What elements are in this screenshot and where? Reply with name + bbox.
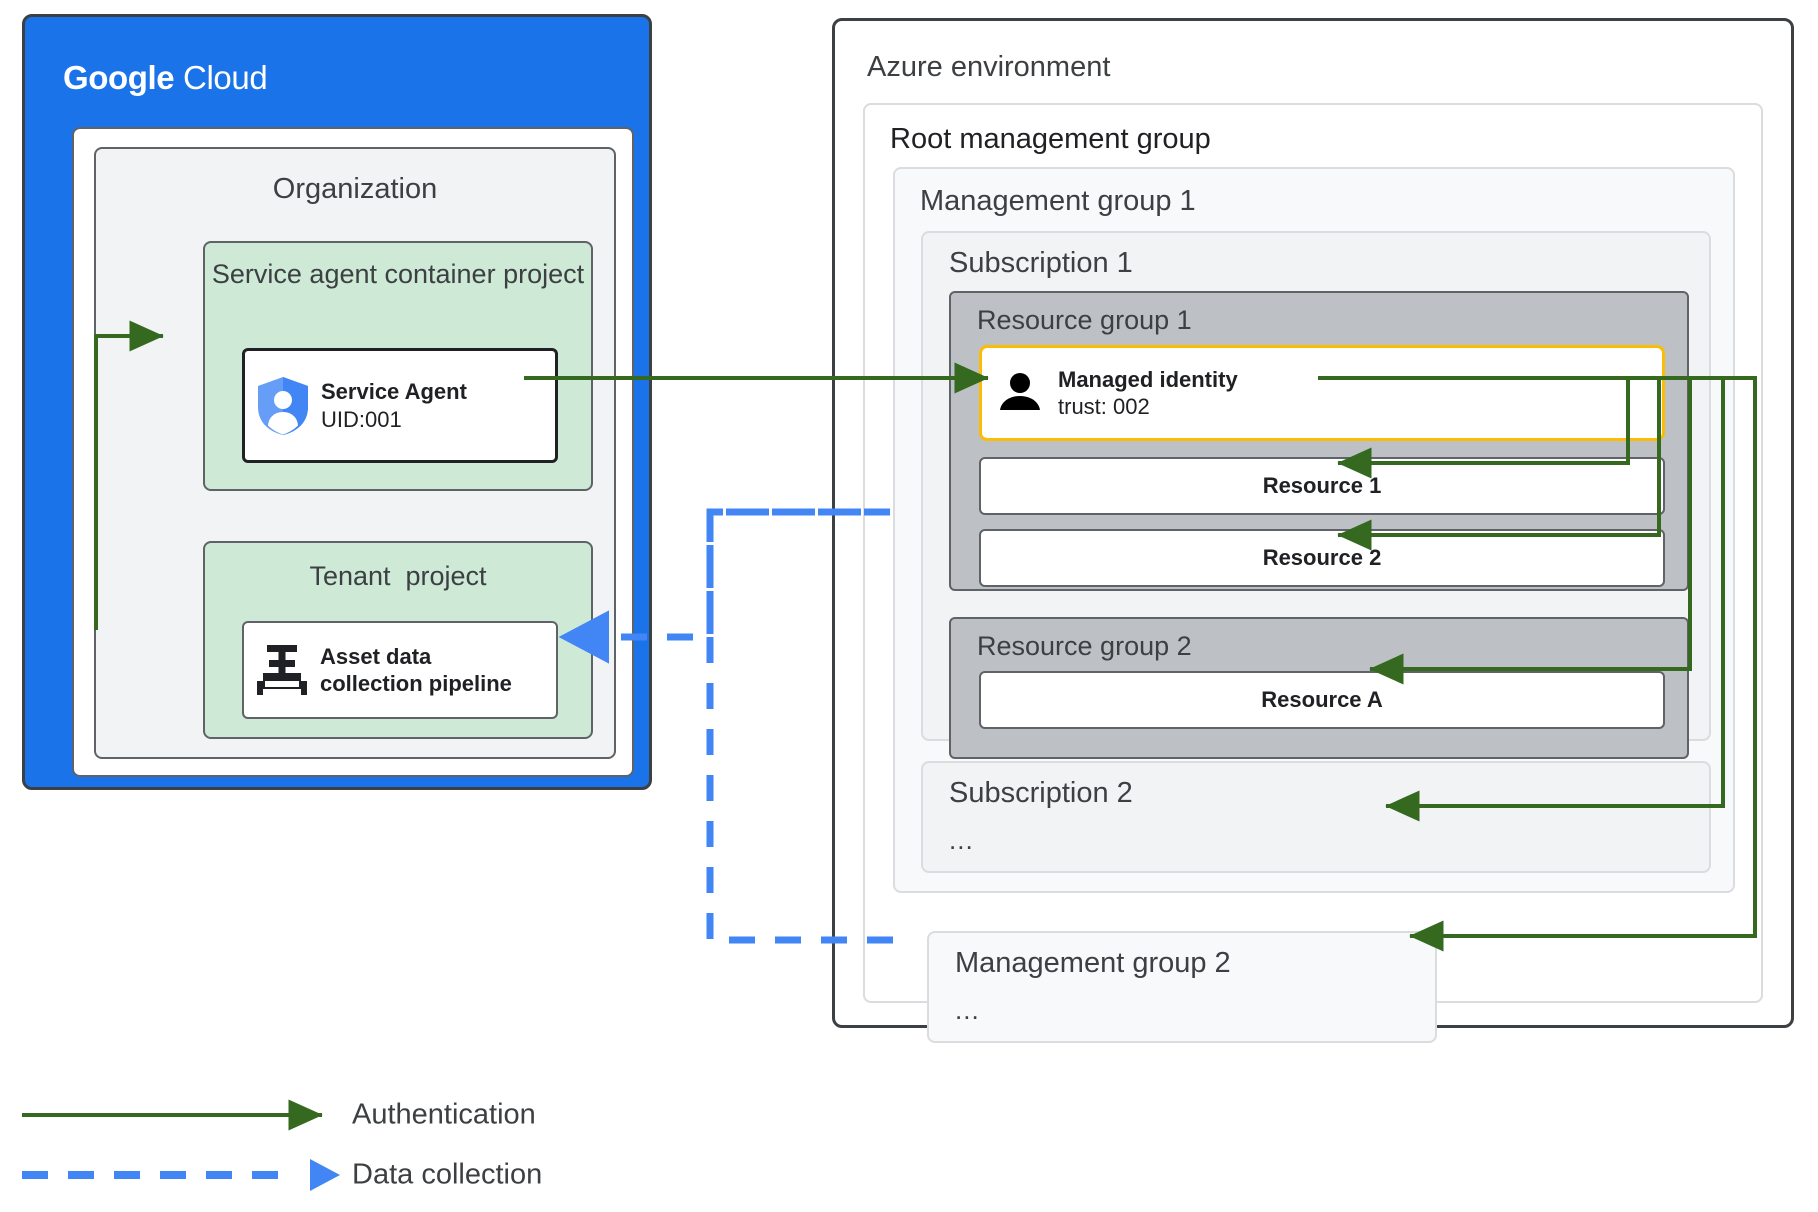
organization-title: Organization bbox=[272, 173, 438, 205]
google-cloud-panel: Google Cloud Organization Service agent … bbox=[22, 14, 652, 790]
resource-group-2: Resource group 2 Resource A bbox=[949, 617, 1689, 759]
resource-box: Resource A bbox=[979, 671, 1665, 729]
tenant-project-title: Tenant project bbox=[309, 561, 487, 591]
google-cloud-logo: Google Cloud bbox=[63, 59, 268, 97]
legend-data-collection-label: Data collection bbox=[352, 1158, 543, 1191]
resource-box: Resource 1 bbox=[979, 457, 1665, 515]
service-agent-title: Service Agent bbox=[321, 379, 467, 405]
resource-box: Resource 2 bbox=[979, 529, 1665, 587]
legend: Authentication Data collection bbox=[22, 1085, 622, 1205]
legend-data-collection-line bbox=[22, 1159, 340, 1191]
management-group-2: Management group 2 ... bbox=[927, 931, 1437, 1043]
subscription-2-title: Subscription 2 bbox=[949, 777, 1133, 809]
pipeline-title-line2: collection pipeline bbox=[320, 671, 512, 696]
managed-identity-trust: trust: 002 bbox=[1058, 394, 1150, 419]
organization-box: Organization Service agent container pro… bbox=[94, 147, 616, 759]
service-agent-card-text: Service Agent UID:001 bbox=[321, 378, 467, 433]
logo-google-text: Google bbox=[63, 59, 175, 96]
root-management-group-title: Root management group bbox=[890, 123, 1211, 155]
subscription-2: Subscription 2 ... bbox=[921, 761, 1711, 873]
service-agent-container-project: Service agent container project Servic bbox=[203, 241, 593, 491]
management-group-1: Management group 1 Subscription 1 Resour… bbox=[893, 167, 1735, 893]
resource-group-1: Resource group 1 Managed identity tru bbox=[949, 291, 1689, 591]
managed-identity-title: Managed identity bbox=[1058, 366, 1238, 392]
subscription-2-ellipsis: ... bbox=[949, 825, 974, 855]
azure-environment-title: Azure environment bbox=[867, 51, 1111, 83]
managed-identity-card: Managed identity trust: 002 bbox=[979, 345, 1665, 441]
asset-data-collection-pipeline-card: Asset data collection pipeline bbox=[242, 621, 558, 719]
pipeline-valve-icon bbox=[244, 641, 320, 699]
management-group-2-title: Management group 2 bbox=[955, 947, 1231, 979]
management-group-2-ellipsis: ... bbox=[955, 995, 980, 1025]
management-group-1-title: Management group 1 bbox=[920, 185, 1196, 217]
legend-authentication-label: Authentication bbox=[352, 1098, 536, 1131]
person-icon bbox=[982, 369, 1058, 417]
root-management-group: Root management group Management group 1… bbox=[863, 103, 1763, 1043]
subscription-1-title: Subscription 1 bbox=[949, 247, 1133, 279]
service-agent-project-title: Service agent container project bbox=[211, 259, 585, 289]
resource-group-1-title: Resource group 1 bbox=[977, 305, 1192, 335]
service-agent-card: Service Agent UID:001 bbox=[242, 348, 558, 463]
resource-group-2-title: Resource group 2 bbox=[977, 631, 1192, 661]
legend-item-data-collection: Data collection bbox=[22, 1145, 622, 1205]
legend-item-authentication: Authentication bbox=[22, 1085, 622, 1145]
pipeline-title-line1: Asset data bbox=[320, 643, 432, 669]
shield-person-icon bbox=[245, 375, 321, 437]
tenant-project: Tenant project bbox=[203, 541, 593, 739]
service-agent-uid: UID:001 bbox=[321, 406, 402, 432]
pipeline-card-text: Asset data collection pipeline bbox=[320, 643, 512, 698]
google-cloud-inner-frame: Organization Service agent container pro… bbox=[72, 127, 634, 777]
managed-identity-text: Managed identity trust: 002 bbox=[1058, 366, 1238, 421]
subscription-1: Subscription 1 Resource group 1 bbox=[921, 231, 1711, 759]
azure-environment-panel: Azure environment Root management group … bbox=[832, 18, 1794, 1043]
logo-cloud-text: Cloud bbox=[183, 59, 268, 96]
legend-authentication-line bbox=[22, 1099, 323, 1131]
